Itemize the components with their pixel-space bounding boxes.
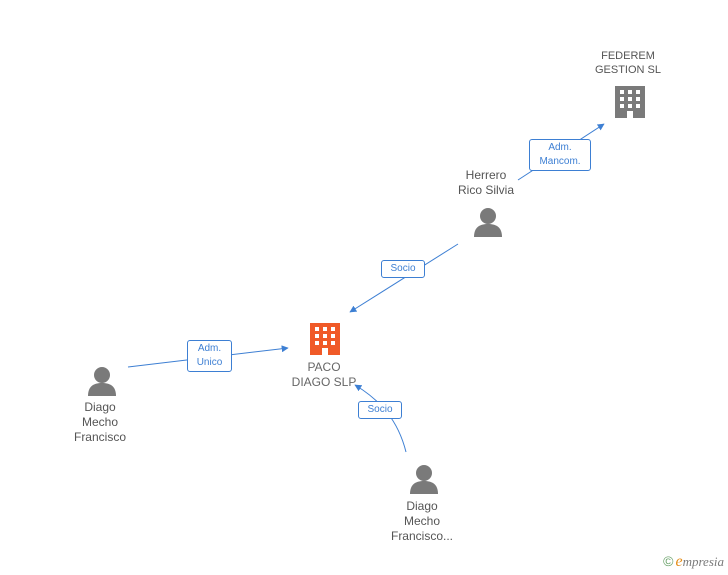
edge-badge-socio-herrero: Socio (381, 260, 425, 278)
node-label-diago1[interactable]: Diago Mecho Francisco (50, 400, 150, 445)
node-label-line: Rico Silvia (457, 183, 514, 197)
person-icon (474, 208, 502, 237)
edge-badge-line: Socio (390, 263, 416, 274)
node-label-line: Diago (84, 400, 116, 414)
copyright-icon: © (663, 553, 674, 569)
edge-badge-line: Mancom. (539, 156, 581, 167)
node-label-line: Francisco (73, 430, 126, 444)
edge-badge-line: Adm. (548, 142, 572, 153)
node-label-line: Mecho (403, 514, 441, 528)
brand-rest: mpresia (682, 554, 724, 569)
edge-badge-line: Socio (367, 404, 393, 415)
node-label-line: Diago (406, 499, 438, 513)
node-label-line: PACO (307, 360, 341, 374)
brand-initial: e (675, 553, 683, 570)
edge-badge-adm-mancom: Adm. Mancom. (529, 139, 591, 171)
node-label-line: FEDEREM (601, 50, 655, 62)
edge-badge-line: Adm. (197, 343, 222, 354)
node-label-line: Mecho (81, 415, 119, 429)
node-label-diago2[interactable]: Diago Mecho Francisco... (372, 499, 472, 544)
node-label-paco[interactable]: PACO DIAGO SLP (274, 360, 374, 390)
edge-herrero-paco (349, 243, 459, 313)
empresia-logo: ©empresia (663, 553, 724, 571)
edge-badge-adm-unico: Adm. Unico (187, 340, 232, 372)
node-label-federem[interactable]: FEDEREM GESTION SL (578, 49, 678, 77)
node-label-line: DIAGO SLP (291, 375, 357, 389)
edge-badge-line: Unico (196, 357, 223, 368)
building-icon (310, 323, 340, 355)
node-label-line: Herrero (465, 168, 507, 182)
person-icon (88, 367, 116, 396)
node-label-line: GESTION SL (594, 64, 662, 76)
node-label-line: Francisco... (390, 529, 453, 543)
building-icon (615, 86, 645, 118)
edge-badge-socio-diago2: Socio (358, 401, 402, 419)
person-icon (410, 465, 438, 494)
node-label-herrero[interactable]: Herrero Rico Silvia (436, 168, 536, 198)
